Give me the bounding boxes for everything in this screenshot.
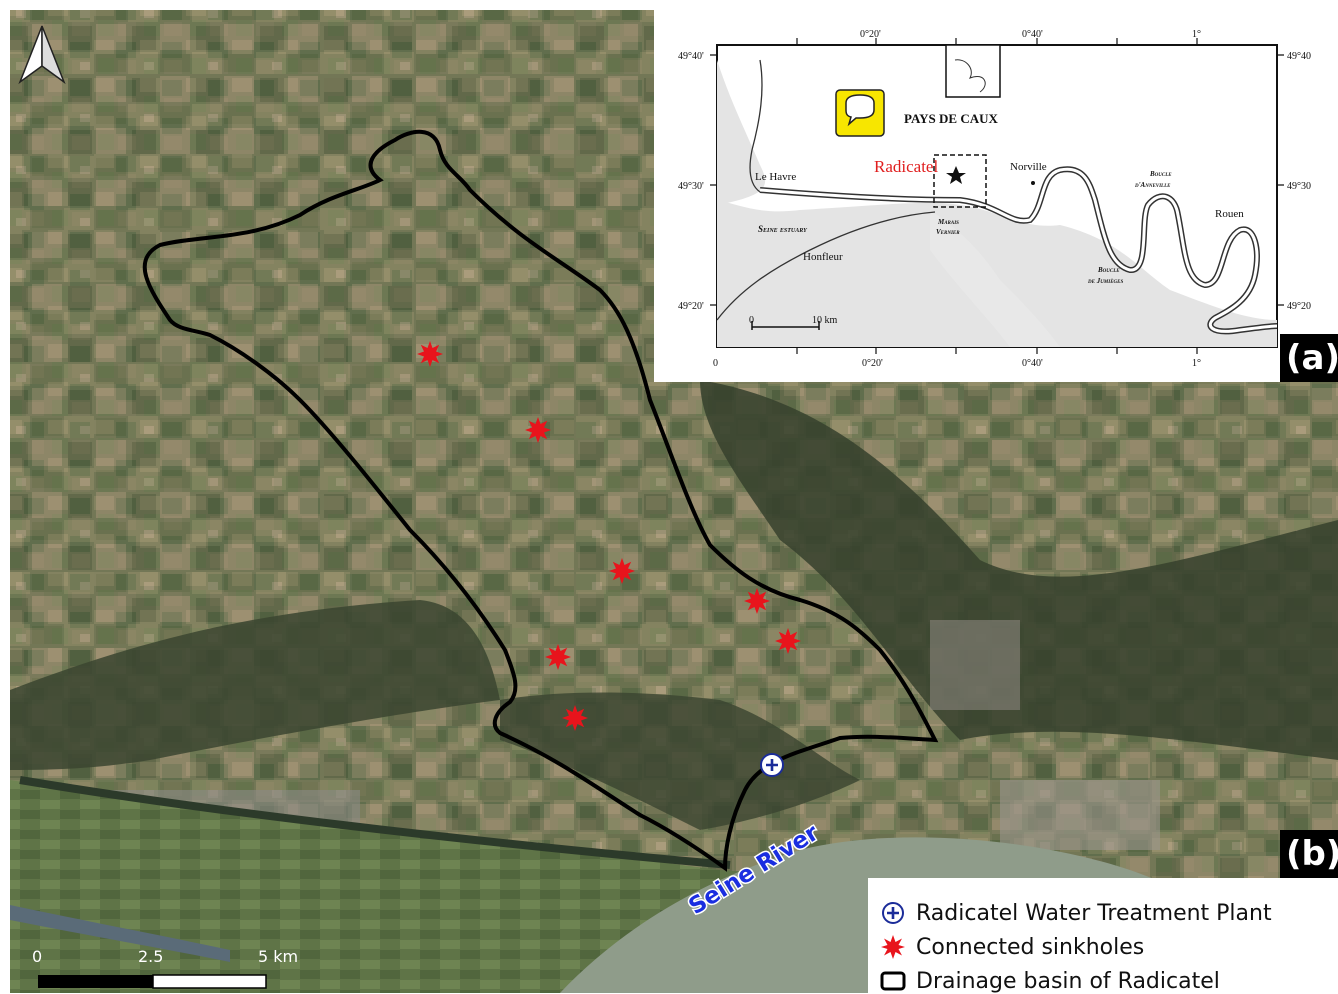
inset-bottom-tick-20: 0°20' — [862, 358, 883, 369]
inset-bottom-tick-1: 1° — [1192, 358, 1201, 369]
industrial-area-east — [1000, 780, 1160, 850]
panel-label-a: (a) — [1280, 334, 1338, 382]
inset-left-tick-4920: 49°20' — [678, 301, 704, 312]
scale-tick-2-5: 2.5 — [138, 947, 163, 966]
sinkhole-markers — [417, 341, 801, 731]
sinkhole-marker — [545, 644, 571, 670]
inset-region-label: PAYS DE CAUX — [904, 111, 999, 126]
road-canal — [19, 776, 731, 869]
inset-anneville-label-1: Boucle — [1149, 170, 1172, 178]
sinkhole-marker — [417, 341, 443, 367]
plus-circle-icon — [880, 900, 906, 926]
rectangle-outline-icon — [880, 968, 906, 994]
inset-top-tick-20: 0°20' — [860, 29, 881, 40]
inset-site-label: Radicatel — [874, 157, 938, 176]
inset-right-tick-4930: 49°30 — [1287, 181, 1311, 192]
forest-valley-south — [500, 692, 860, 830]
inset-scale-tick-10km: 10 km — [812, 315, 838, 326]
map-legend: Radicatel Water Treatment Plant Connecte… — [868, 878, 1338, 994]
sinkhole-marker — [775, 628, 801, 654]
inset-place-honfleur: Honfleur — [803, 251, 843, 263]
inset-anneville-label-2: d'Anneville — [1134, 181, 1171, 189]
inset-bottom-tick-0: 0 — [713, 358, 718, 369]
north-arrow-icon — [18, 25, 66, 85]
legend-item-plant: Radicatel Water Treatment Plant — [880, 900, 1272, 926]
sinkhole-marker — [525, 417, 551, 443]
sinkhole-marker — [744, 588, 770, 614]
legend-item-sinkholes: Connected sinkholes — [880, 934, 1144, 960]
inset-top-tick-40: 0°40' — [1022, 29, 1043, 40]
inset-place-le-havre: Le Havre — [755, 171, 796, 183]
inset-left-tick-4940: 49°40' — [678, 51, 704, 62]
legend-label-basin: Drainage basin of Radicatel — [916, 968, 1220, 994]
inset-marais-label-2: Vernier — [936, 228, 960, 236]
comment-annotation-icon[interactable] — [835, 89, 885, 137]
water-treatment-plant-marker — [760, 753, 784, 777]
forest-valley-east — [700, 380, 1338, 760]
canal — [10, 905, 230, 962]
sinkhole-marker — [609, 558, 635, 584]
legend-label-sinkholes: Connected sinkholes — [916, 934, 1145, 960]
inset-place-norville: Norville — [1010, 161, 1047, 173]
inset-jumieges-label-1: Boucle — [1097, 266, 1120, 274]
inset-place-rouen: Rouen — [1215, 208, 1244, 220]
legend-label-plant: Radicatel Water Treatment Plant — [916, 900, 1272, 926]
scale-tick-5km: 5 km — [258, 947, 298, 966]
forest-valley-west — [10, 600, 500, 770]
inset-bottom-tick-40: 0°40' — [1022, 358, 1043, 369]
inset-scale-tick-0: 0 — [749, 315, 754, 326]
scale-bar: 0 2.5 5 km — [32, 947, 298, 989]
legend-item-basin: Drainage basin of Radicatel — [880, 968, 1220, 994]
inset-right-tick-4920: 49°20 — [1287, 301, 1311, 312]
inset-left-tick-4930: 49°30' — [678, 181, 704, 192]
inset-marais-label-1: Marais — [937, 218, 959, 226]
inset-estuary-label: Seine estuary — [758, 224, 808, 234]
inset-top-tick-1: 1° — [1192, 29, 1201, 40]
inset-right-tick-4940: 49°40 — [1287, 51, 1311, 62]
drainage-basin-outline — [142, 129, 939, 872]
inset-map — [654, 10, 1338, 382]
red-star-icon — [880, 934, 906, 960]
scale-tick-0: 0 — [32, 947, 42, 966]
inset-jumieges-label-2: de Jumièges — [1087, 277, 1123, 285]
panel-label-b: (b) — [1280, 830, 1338, 878]
town-area — [930, 620, 1020, 710]
sinkhole-marker — [562, 705, 588, 731]
